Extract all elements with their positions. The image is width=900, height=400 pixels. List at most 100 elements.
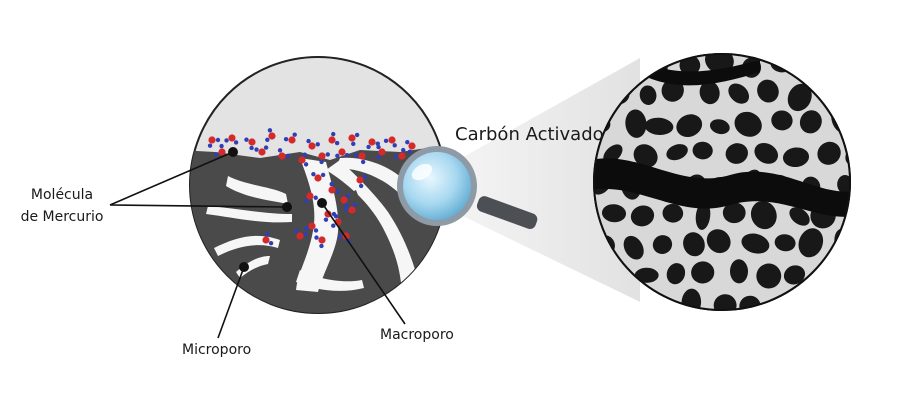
magnifier-beam [440, 58, 640, 302]
sem-pore [829, 54, 850, 75]
molecule [335, 148, 350, 158]
molecule [277, 148, 291, 160]
sem-pore [789, 207, 810, 226]
sem-pore [630, 205, 655, 227]
sem-pore [683, 232, 705, 257]
sem-pore [830, 290, 848, 310]
sem-pore [601, 204, 627, 223]
molecule [207, 136, 221, 148]
sem-pore [666, 144, 688, 161]
sem-pore [706, 229, 731, 254]
sem-pore [594, 54, 611, 75]
molecule-label-line1: Molécula [30, 187, 94, 203]
molecule [304, 192, 318, 204]
macropore-channel [296, 270, 364, 291]
molecule [343, 202, 358, 214]
molecule [356, 174, 368, 189]
molecule [254, 145, 269, 156]
molecule [262, 231, 274, 246]
sem-pore [798, 228, 824, 258]
micropore-label: Microporo [182, 342, 252, 358]
molecule [318, 152, 330, 165]
sem-pore [787, 83, 812, 112]
sem-pore [666, 263, 686, 285]
sem-pore [754, 142, 779, 164]
sem-pore [623, 235, 644, 260]
sem-pore [817, 141, 841, 165]
sem-pore [652, 235, 673, 254]
magnifying-glass-icon [397, 146, 538, 230]
molecule [244, 137, 256, 151]
leader-lines [109, 151, 406, 339]
sem-pore [728, 83, 750, 104]
micropore-channel [206, 206, 292, 223]
sem-pore [783, 265, 806, 285]
molecule [314, 235, 326, 249]
molecule-label-line2: de Mercurio [20, 209, 104, 225]
sem-pore [849, 260, 850, 280]
sem-pore [594, 290, 609, 310]
sem-pore [756, 263, 782, 289]
molecule [328, 181, 340, 194]
sem-pore [725, 143, 748, 164]
macropore-channel [296, 158, 339, 292]
molecule [383, 136, 397, 148]
sem-pore [709, 119, 730, 135]
diagram-title: Carbón Activado [455, 124, 604, 145]
molecule [323, 210, 337, 222]
molecule [376, 144, 386, 160]
sem-pore [729, 259, 749, 284]
molecule [304, 222, 319, 233]
sem-crack [640, 60, 760, 86]
molecule [366, 138, 380, 150]
micropore-channel [226, 176, 288, 204]
molecule [340, 193, 351, 208]
sem-pore [799, 294, 821, 310]
molecule-label: Molécula de Mercurio [16, 184, 108, 228]
macropore-channel [326, 160, 420, 292]
molecule [328, 131, 340, 146]
molecule [294, 228, 308, 240]
molecule [348, 132, 360, 147]
macropore-label: Macroporo [380, 327, 454, 343]
sem-pore [633, 144, 658, 168]
sem-pore [713, 294, 737, 310]
leader-dots [228, 147, 327, 272]
molecule [405, 140, 416, 154]
sem-pore [774, 234, 796, 252]
sem-pore [734, 111, 762, 137]
sem-pore [841, 86, 850, 105]
molecule [224, 134, 239, 145]
sem-pore [695, 201, 711, 230]
sem-pore [662, 203, 684, 223]
sem-pore [799, 110, 822, 134]
sem-pore [676, 114, 703, 138]
pore-schematic-circle [189, 56, 447, 314]
sem-pore [639, 85, 657, 106]
sem-pore [699, 81, 720, 105]
molecule [265, 128, 276, 142]
sem-pore [800, 55, 820, 74]
sem-pore [691, 261, 715, 284]
molecule [214, 143, 226, 157]
molecule [298, 152, 309, 167]
sem-pore [771, 110, 793, 131]
sem-pore [741, 233, 770, 254]
molecule [306, 138, 320, 150]
micropore-channel [236, 256, 270, 278]
molecule [311, 171, 326, 182]
sem-pore [644, 117, 674, 135]
sem-pore [782, 147, 810, 168]
sem-pore [722, 202, 746, 224]
sem-pore [750, 200, 777, 230]
sem-crack [594, 158, 850, 217]
sem-pore [692, 141, 713, 160]
sem-pore [625, 109, 647, 138]
molecule [353, 152, 366, 165]
sem-pore [757, 79, 779, 103]
molecule [283, 132, 297, 144]
sem-pore [634, 267, 659, 283]
molecule [393, 147, 406, 160]
sem-pore [705, 54, 734, 74]
